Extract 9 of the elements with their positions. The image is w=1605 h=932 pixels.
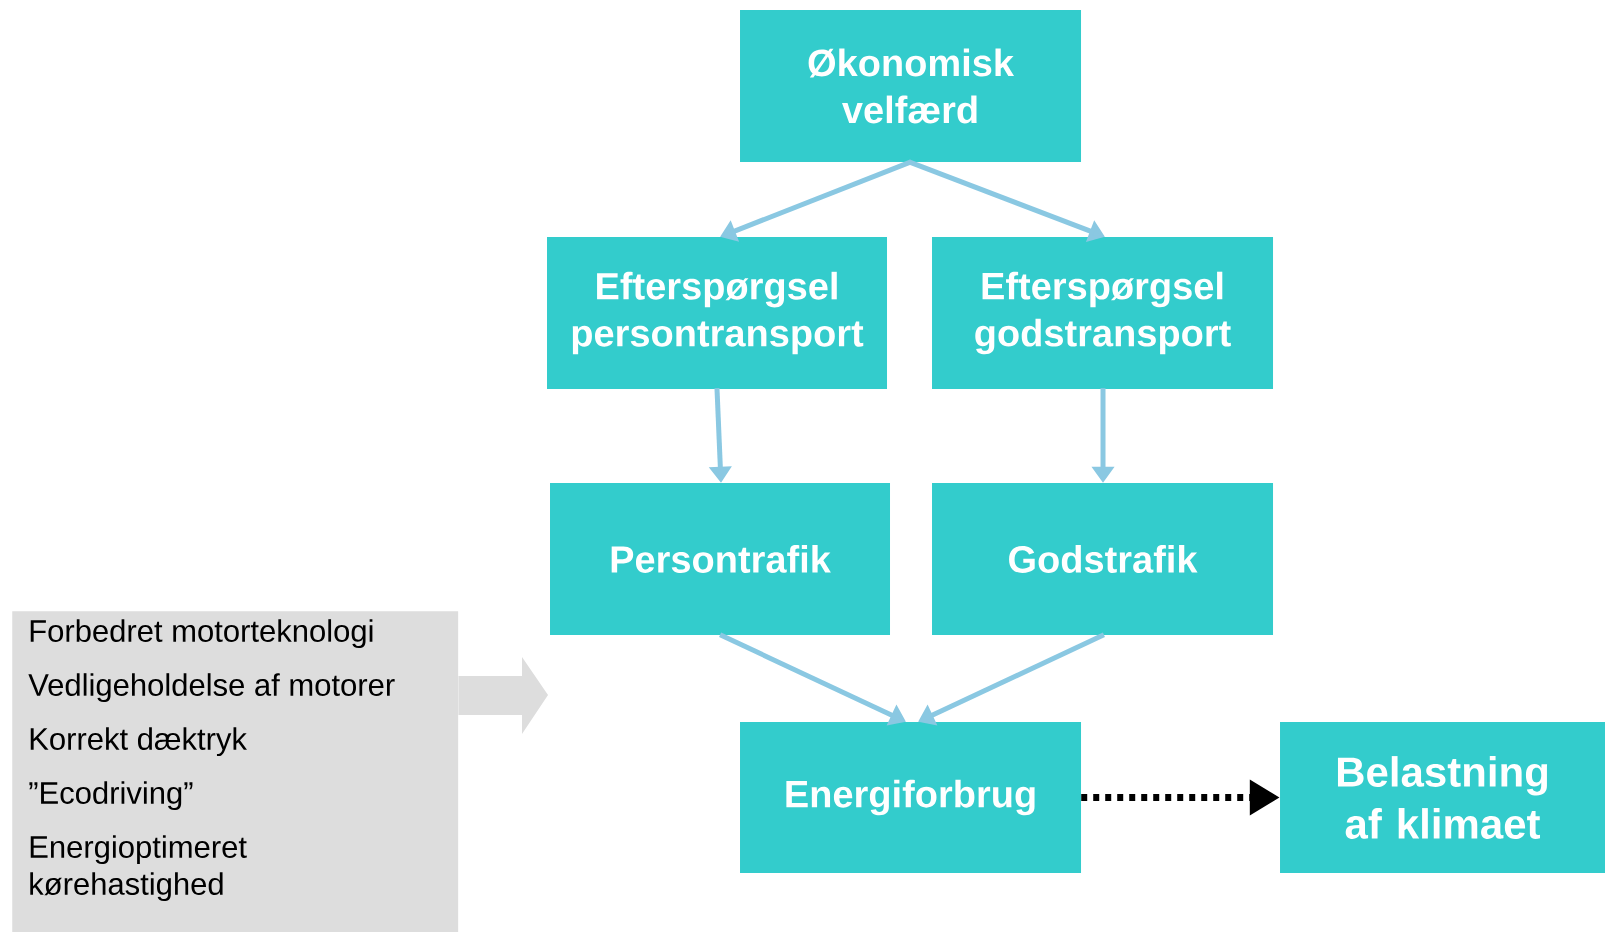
- block-arrow: [458, 657, 548, 734]
- process-box: Belastning af klimaet: [1280, 722, 1605, 873]
- measures-box: Forbedret motorteknologi Vedligeholdelse af motorer Korrekt dæktryk ”Ecodriving” Energioptimeret kørehastighed: [12, 611, 459, 932]
- process-box: Efterspørgsel persontransport: [547, 237, 887, 389]
- process-box: Økonomisk velfærd: [740, 10, 1081, 162]
- process-box: Godstrafik: [932, 483, 1273, 635]
- process-box: Efterspørgsel godstransport: [932, 237, 1273, 389]
- process-box: Persontrafik: [550, 483, 890, 635]
- process-box: Energiforbrug: [740, 722, 1081, 873]
